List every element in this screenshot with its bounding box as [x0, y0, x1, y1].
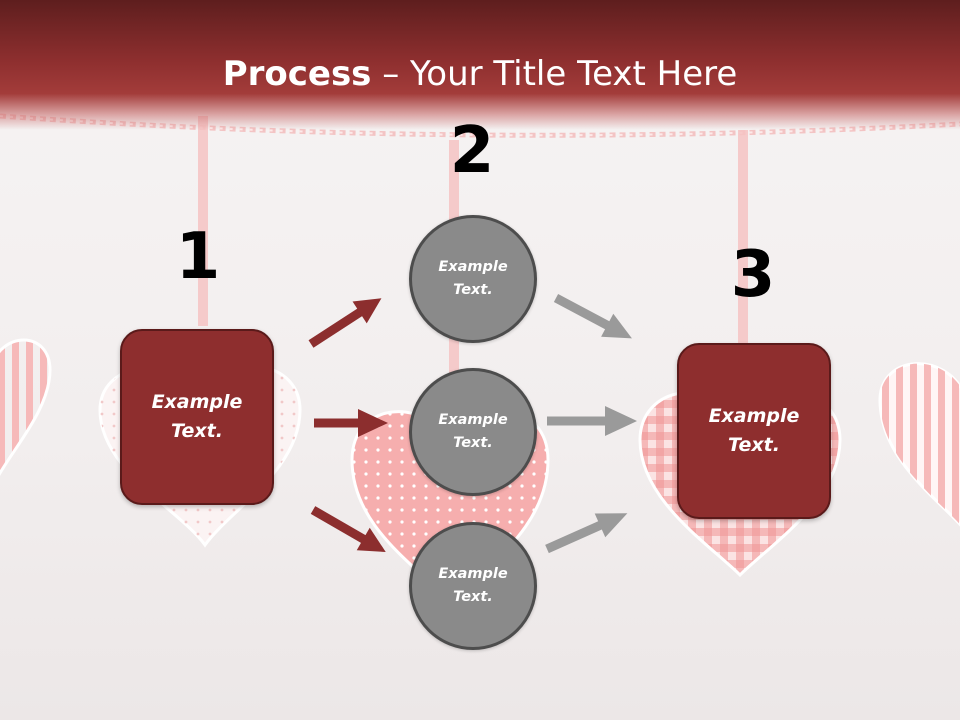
- ribbon: [198, 116, 208, 326]
- title-bar: [0, 0, 960, 130]
- page-title: Process – Your Title Text Here: [0, 52, 960, 96]
- title-bold: Process: [222, 54, 372, 94]
- circle-2[interactable]: Example Text.: [409, 368, 537, 496]
- step-1-box[interactable]: Example Text.: [120, 329, 274, 505]
- ribbon: [738, 130, 748, 380]
- title-rest: – Your Title Text Here: [371, 54, 738, 94]
- step-number-1: 1: [175, 220, 221, 294]
- arrow-right-icon: [310, 506, 386, 552]
- circle-3[interactable]: Example Text.: [409, 522, 537, 650]
- circle-1[interactable]: Example Text.: [409, 215, 537, 343]
- circle-1-label: Example Text.: [438, 259, 508, 298]
- step-3-label: Example Text.: [708, 405, 800, 456]
- circle-3-label: Example Text.: [438, 566, 508, 605]
- arrow-right-icon: [547, 406, 637, 436]
- step-1-label: Example Text.: [151, 391, 243, 442]
- step-number-3: 3: [730, 238, 776, 312]
- circle-2-label: Example Text.: [438, 412, 508, 451]
- step-number-2: 2: [449, 114, 495, 188]
- arrow-right-icon: [308, 298, 382, 348]
- arrow-right-icon: [545, 513, 628, 554]
- heart-icon: [880, 363, 960, 525]
- heart-icon: [0, 338, 52, 477]
- arrow-right-icon: [553, 294, 632, 339]
- step-3-box[interactable]: Example Text.: [677, 343, 831, 519]
- arrow-right-icon: [314, 409, 388, 437]
